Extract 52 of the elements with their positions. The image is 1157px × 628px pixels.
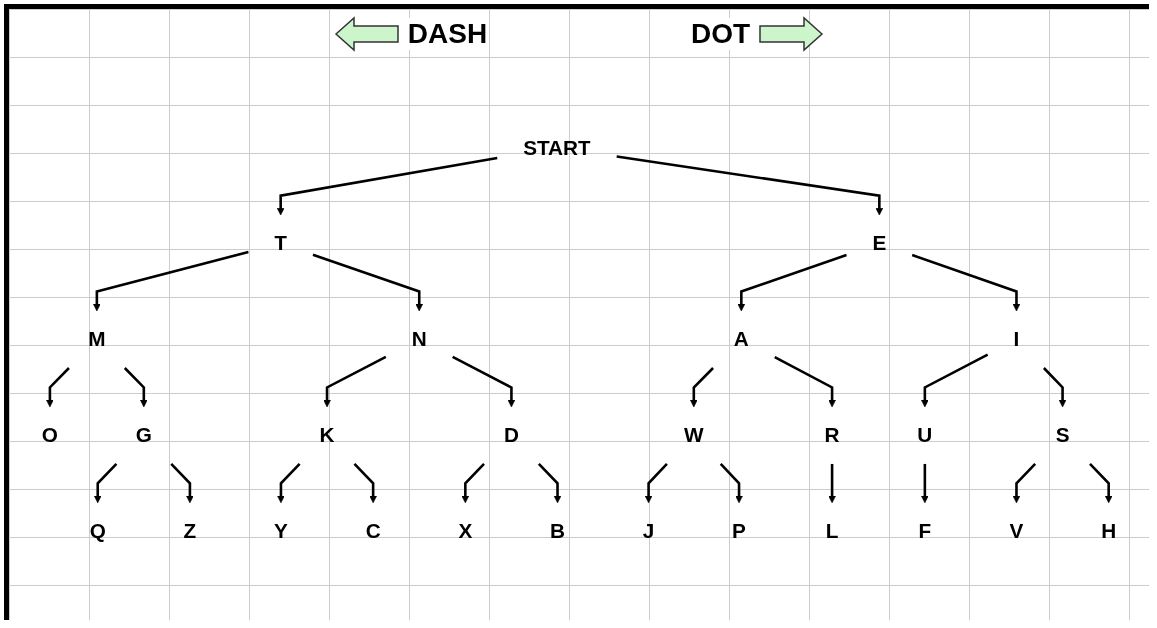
- node-text: U: [917, 423, 933, 447]
- node-text: START: [523, 135, 591, 159]
- arrow: [46, 367, 70, 408]
- node-text: F: [918, 519, 932, 543]
- arrow: [277, 463, 301, 504]
- node-text: G: [135, 423, 152, 447]
- arrow: [353, 463, 377, 504]
- node-text: L: [825, 519, 839, 543]
- node-text: B: [550, 519, 566, 543]
- arrow: [719, 463, 743, 504]
- arrow: [170, 463, 194, 504]
- arrow: [921, 353, 989, 408]
- arrow: [537, 463, 562, 504]
- node-text: C: [365, 519, 381, 543]
- arrow: [737, 253, 847, 312]
- arrow: [452, 355, 516, 408]
- node-text: I: [1013, 327, 1020, 351]
- arrow: [323, 355, 387, 408]
- node-text: Q: [89, 519, 106, 543]
- arrow: [123, 367, 148, 408]
- direction-label: DOT: [689, 18, 753, 50]
- arrow: [93, 250, 249, 312]
- arrow: [774, 356, 836, 408]
- arrow: [616, 155, 884, 216]
- arrow: [1089, 463, 1113, 504]
- node-text: Z: [183, 519, 197, 543]
- arrow: [644, 463, 668, 504]
- node-text: T: [274, 231, 288, 255]
- arrow: [1042, 367, 1067, 408]
- arrow: [690, 367, 714, 408]
- node-text: A: [733, 327, 749, 351]
- node-text: H: [1101, 519, 1117, 543]
- arrow: [911, 253, 1021, 312]
- node-text: E: [872, 231, 887, 255]
- node-text: J: [642, 519, 655, 543]
- node-text: Y: [274, 519, 288, 543]
- node-text: P: [732, 519, 746, 543]
- arrow: [461, 463, 485, 504]
- arrow: [921, 463, 929, 504]
- node-text: O: [41, 423, 58, 447]
- node-text: K: [319, 423, 335, 447]
- node-text: D: [503, 423, 519, 447]
- arrow: [1012, 463, 1037, 504]
- node-text: W: [684, 423, 704, 447]
- node-text: M: [88, 327, 106, 351]
- node-text: N: [411, 327, 427, 351]
- node-text: V: [1009, 519, 1024, 543]
- arrow: [93, 463, 118, 504]
- node-text: X: [458, 519, 473, 543]
- arrow: [828, 463, 836, 504]
- node-text: S: [1055, 423, 1070, 447]
- node-text: R: [824, 423, 840, 447]
